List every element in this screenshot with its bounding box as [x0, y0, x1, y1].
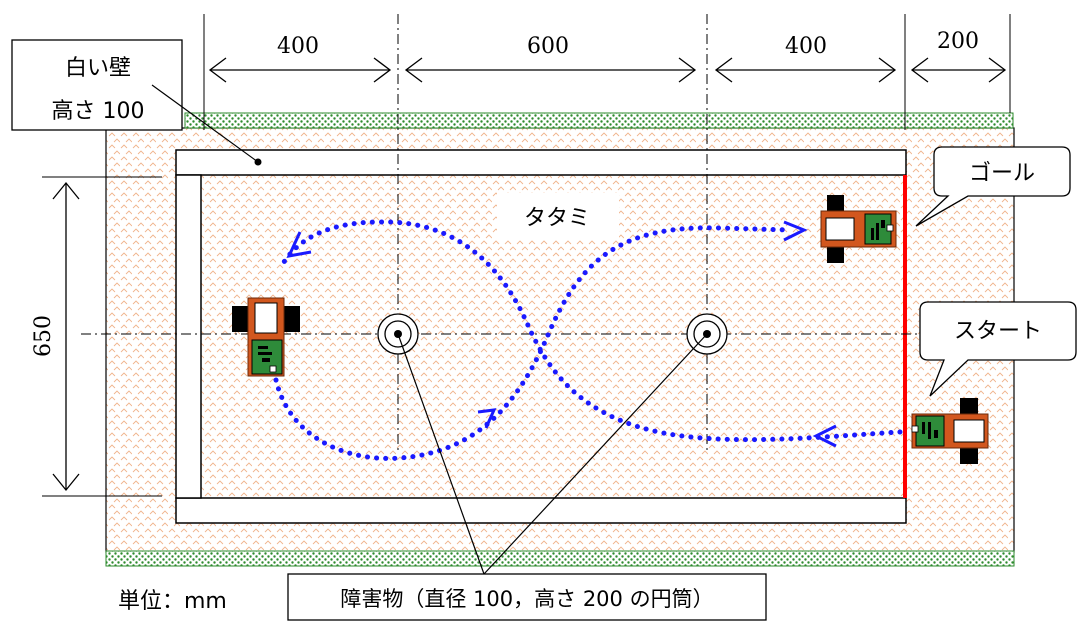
green-border-top	[184, 112, 1014, 129]
unit-label: 単位：mm	[118, 589, 227, 614]
dim-label-400-b: 400	[785, 34, 827, 59]
tatami-label: タタミ	[524, 206, 590, 231]
obstacle-leader-2	[483, 333, 708, 575]
path-arrowhead-icon-4	[783, 220, 808, 242]
green-border-bottom	[105, 550, 1015, 567]
wall-top	[175, 149, 907, 176]
wall-label: 白い壁	[65, 56, 131, 81]
dim-arrows-top	[208, 57, 1007, 83]
start-callout	[919, 301, 1077, 397]
robot-icon-start	[911, 398, 989, 464]
wall-leader-dot	[254, 158, 262, 166]
wall-leader-line	[151, 84, 259, 163]
tatami-area	[105, 127, 1015, 553]
obstacle-leader-1	[397, 333, 485, 575]
path-arrowhead-icon-3	[812, 424, 837, 448]
wall-left	[175, 174, 202, 499]
goal-label: ゴール	[969, 161, 1035, 186]
dim-label-650: 650	[31, 315, 56, 357]
obstacle-label: 障害物（直径 100，高さ 200 の円筒）	[340, 587, 713, 611]
tatami-label-bg	[497, 193, 619, 239]
start-label: スタート	[954, 319, 1042, 344]
goal-callout	[915, 146, 1071, 227]
robot-icon-goal	[820, 195, 897, 263]
wall-bottom	[175, 497, 907, 524]
dim-label-200: 200	[937, 29, 979, 54]
path-arrowhead-icon-2	[477, 408, 497, 429]
obstacle-label-box	[287, 573, 767, 621]
robot-icon-left	[232, 297, 300, 377]
robot-path	[273, 219, 903, 461]
dim-label-600: 600	[527, 34, 569, 59]
dim-label-400-a: 400	[277, 34, 319, 59]
wall-label-box	[11, 39, 183, 131]
path-arrowhead-icon-1	[286, 231, 312, 258]
dim-arrow-left	[52, 181, 80, 492]
wall-height-label: 高さ 100	[52, 99, 145, 124]
